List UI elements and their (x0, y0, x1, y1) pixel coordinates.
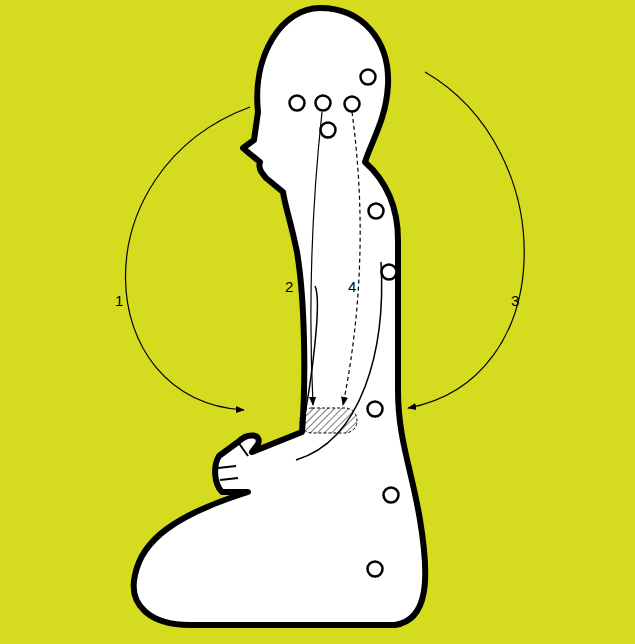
body-point (369, 204, 384, 219)
body-point (384, 488, 399, 503)
flow-arrow-dashed (343, 112, 360, 405)
body-point (368, 562, 383, 577)
flow-arrow (311, 112, 322, 405)
body-point (290, 96, 305, 111)
callout-number: 3 (511, 292, 519, 310)
callout-number: 1 (115, 292, 123, 310)
finger-lines (218, 442, 248, 480)
body-point (321, 123, 336, 138)
flow-arrow (408, 72, 524, 408)
hatched-center (300, 408, 357, 433)
arm-contour (296, 262, 382, 460)
body-point (361, 70, 376, 85)
body-point (316, 96, 331, 111)
body-points (290, 70, 399, 577)
callout-number: 4 (348, 278, 356, 296)
body-point (345, 97, 360, 112)
callout-number: 2 (285, 278, 293, 296)
flow-arrow (125, 107, 250, 410)
body-point (382, 265, 397, 280)
body-point (368, 402, 383, 417)
body-silhouette (134, 8, 426, 625)
